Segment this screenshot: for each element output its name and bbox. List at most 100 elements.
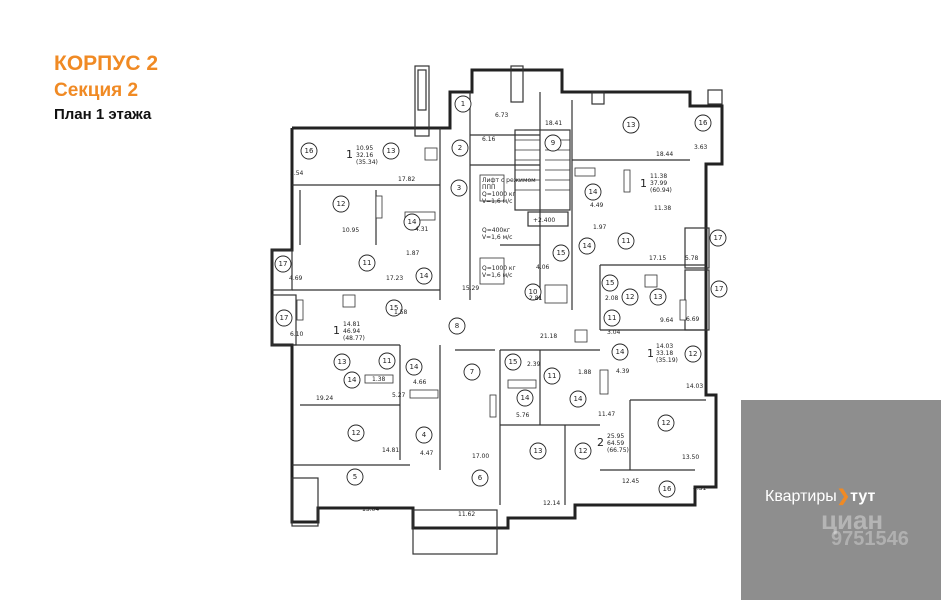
area-label: 19.24	[316, 395, 333, 402]
room-tag: 16	[300, 142, 318, 160]
svg-text:12: 12	[337, 200, 346, 208]
room-tag: 15	[601, 274, 619, 292]
svg-text:15: 15	[606, 279, 615, 287]
room-tag: 16	[694, 114, 712, 132]
svg-text:11: 11	[548, 372, 557, 380]
svg-text:12: 12	[662, 419, 671, 427]
room-tag: 10	[524, 283, 542, 301]
area-label: 15.29	[462, 285, 479, 292]
room-tag: 14	[584, 183, 602, 201]
svg-text:11: 11	[383, 357, 392, 365]
svg-text:13: 13	[534, 447, 543, 455]
area-label: 11.38	[654, 205, 671, 212]
svg-text:9: 9	[551, 139, 555, 147]
svg-text:64.59: 64.59	[607, 440, 624, 447]
svg-text:13: 13	[627, 121, 636, 129]
area-label: 17.23	[386, 275, 403, 282]
apartment-label: 1 14.81 46.94 (48.77)	[333, 321, 365, 342]
svg-text:14: 14	[408, 218, 417, 226]
area-label: 12.45	[622, 478, 639, 485]
area-label: 11.47	[598, 411, 615, 418]
svg-text:14.81: 14.81	[343, 321, 360, 328]
svg-text:12: 12	[579, 447, 588, 455]
svg-text:13: 13	[387, 147, 396, 155]
room-tag: 6	[471, 469, 489, 487]
area-label: 1.38	[372, 376, 386, 383]
svg-text:14: 14	[616, 348, 625, 356]
svg-text:2: 2	[458, 144, 462, 152]
svg-text:Лифт с режимом: Лифт с режимом	[482, 177, 536, 184]
area-label: 9.64	[660, 317, 674, 324]
svg-text:1: 1	[461, 100, 465, 108]
room-tag: 11	[378, 352, 396, 370]
watermark-brand-right: тут	[850, 488, 876, 505]
area-label: 17.82	[398, 176, 415, 183]
inner-walls	[292, 92, 706, 505]
section-title: Секция 2	[54, 80, 139, 101]
room-tag: 13	[529, 442, 547, 460]
svg-text:15: 15	[509, 358, 518, 366]
room-tag: 11	[617, 232, 635, 250]
room-tag: 14	[516, 389, 534, 407]
room-tag: 13	[382, 142, 400, 160]
area-label: 4.31	[693, 485, 707, 492]
room-tag: 17	[274, 255, 292, 273]
svg-text:17: 17	[280, 314, 289, 322]
area-label: 3.63	[694, 144, 708, 151]
svg-text:14: 14	[574, 395, 583, 403]
area-label: 12.14	[543, 500, 560, 507]
area-label: 1.88	[578, 369, 592, 376]
area-label: 5.76	[516, 412, 530, 419]
room-tag: 8	[448, 317, 466, 335]
area-label: 2.08	[605, 295, 619, 302]
svg-text:14: 14	[589, 188, 598, 196]
watermark-ghost-id: 9751546	[831, 528, 909, 550]
svg-text:16: 16	[663, 485, 672, 493]
svg-text:14: 14	[348, 376, 357, 384]
area-label: 6.73	[495, 112, 509, 119]
svg-text:15: 15	[390, 304, 399, 312]
area-label: 6.10	[290, 331, 304, 338]
svg-text:13: 13	[338, 358, 347, 366]
svg-text:17: 17	[279, 260, 288, 268]
watermark-ghost-word: циан	[821, 505, 884, 535]
svg-text:14: 14	[420, 272, 429, 280]
area-label: 4.69	[289, 275, 303, 282]
room-tag: 12	[621, 288, 639, 306]
svg-text:(35.19): (35.19)	[656, 357, 678, 364]
area-label: 14.03	[686, 383, 703, 390]
area-label: 1.58	[394, 309, 408, 316]
apartment-label: 1 11.38 37.99 (60.94)	[640, 173, 672, 194]
room-tag: 17	[710, 280, 728, 298]
svg-text:V=1,6 м/с: V=1,6 м/с	[482, 272, 512, 279]
area-label: 21.18	[540, 333, 557, 340]
plan-header: КОРПУС 2 Секция 2 План 1 этажа	[54, 50, 158, 126]
area-label: 17.15	[649, 255, 666, 262]
room-tag: 14	[343, 371, 361, 389]
room-tag: 15	[504, 353, 522, 371]
svg-text:3: 3	[457, 184, 461, 192]
room-tag: 17	[709, 229, 727, 247]
room-tag: 15	[385, 299, 403, 317]
outer-walls	[270, 65, 724, 555]
room-tag: 13	[622, 116, 640, 134]
area-label: 4.39	[616, 368, 630, 375]
svg-text:12: 12	[352, 429, 361, 437]
svg-text:V=1,6 м/с: V=1,6 м/с	[482, 234, 512, 241]
room-tag: 14	[578, 237, 596, 255]
room-tag: 13	[333, 353, 351, 371]
svg-text:11: 11	[622, 237, 631, 245]
svg-text:13: 13	[654, 293, 663, 301]
svg-text:12: 12	[689, 350, 698, 358]
room-tag: 14	[405, 358, 423, 376]
watermark-logo: Квартиры❯тут	[765, 486, 875, 506]
svg-text:4: 4	[422, 431, 427, 439]
area-label: 10.95	[342, 227, 359, 234]
svg-text:16: 16	[305, 147, 314, 155]
svg-text:11: 11	[608, 314, 617, 322]
room-tag: 3	[450, 179, 468, 197]
plan-title: План 1 этажа	[54, 106, 152, 123]
room-tag: 11	[358, 254, 376, 272]
room-tag: 12	[347, 424, 365, 442]
room-tag: 17	[275, 309, 293, 327]
